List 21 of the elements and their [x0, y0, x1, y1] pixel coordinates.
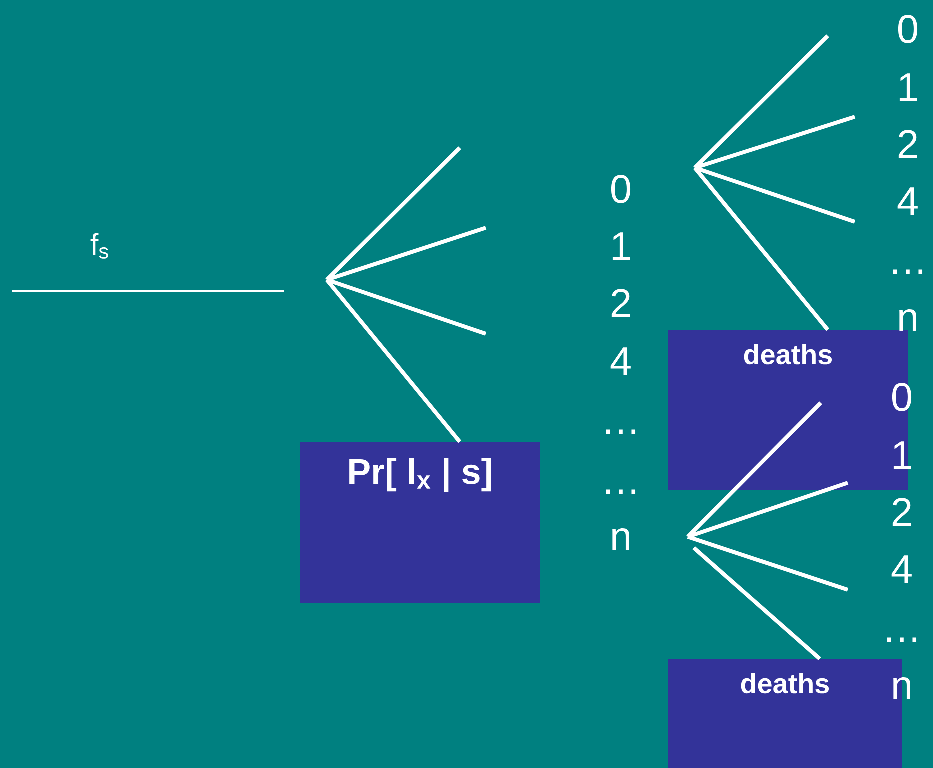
number-label: 1 — [900, 74, 918, 101]
label-box: Pr[ l$_{x}$ | s] — [300, 442, 540, 604]
number-label: … — [606, 490, 636, 494]
number-label: 0 — [898, 15, 918, 44]
number-label: n — [612, 528, 630, 550]
branch-line — [693, 166, 830, 332]
number-label: n — [900, 310, 916, 331]
number-label: 2 — [898, 130, 918, 158]
number-label: 4 — [898, 188, 918, 215]
number-label: … — [887, 638, 917, 642]
symbol-label: f$_{s}$ — [90, 233, 108, 259]
number-label: 4 — [610, 348, 631, 375]
branch-line — [325, 278, 462, 444]
number-label: 1 — [894, 442, 912, 469]
number-label: … — [606, 430, 636, 434]
number-label: 0 — [611, 175, 631, 204]
branch-line — [692, 546, 822, 660]
number-label: 4 — [892, 556, 912, 583]
number-label: 1 — [612, 232, 630, 260]
number-label: … — [893, 270, 923, 274]
number-label: 2 — [612, 289, 630, 317]
